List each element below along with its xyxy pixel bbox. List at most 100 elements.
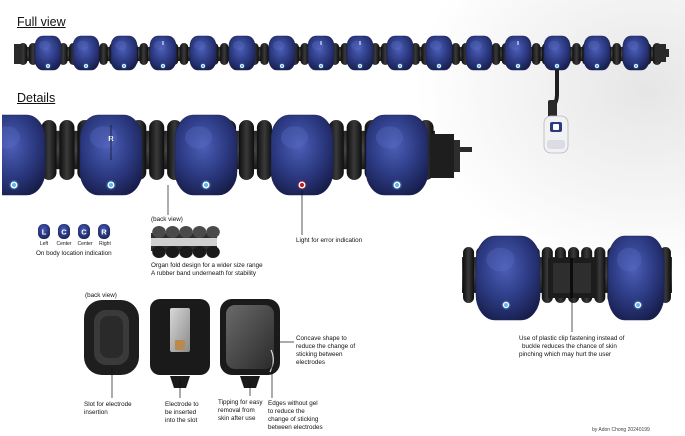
electrode-gel-edge <box>269 349 274 373</box>
detail-pod-highlight <box>0 126 21 149</box>
full-band-rib <box>531 43 541 65</box>
concave-caption-1: Concave shape to <box>296 335 347 342</box>
full-pod <box>583 35 611 71</box>
full-view-band <box>14 35 669 71</box>
full-pod-light <box>200 64 205 69</box>
full-pod <box>149 35 177 71</box>
full-pod-light <box>397 64 402 69</box>
full-pod-highlight <box>115 40 127 51</box>
location-badge-letter: R <box>101 228 107 237</box>
fold-wave-bottom <box>179 246 193 258</box>
full-pod-light <box>84 64 89 69</box>
pendant-clip-grip <box>547 140 565 149</box>
electrode-caption-3: into the slot <box>165 417 198 424</box>
full-band-rib <box>220 43 229 65</box>
clip-pendant <box>543 70 569 154</box>
full-band-end-right <box>656 44 666 62</box>
slot-caption-1: Slot for electrode <box>84 401 132 408</box>
full-pod <box>34 35 62 71</box>
detail-band-buckle <box>430 134 454 178</box>
fold-caption-2: A rubber band underneath for stability <box>151 270 257 277</box>
full-pod <box>504 35 532 71</box>
clip-caption-3: pinching which may hurt the user <box>519 351 612 358</box>
clip-detail <box>462 235 672 321</box>
location-badge <box>58 224 70 239</box>
edges-caption-4: between electrodes <box>268 424 323 431</box>
pendant-connector <box>548 100 557 118</box>
full-pod-highlight <box>470 40 482 51</box>
fold-wave-bottom <box>206 246 220 258</box>
concave-caption-3: sticking between <box>296 351 343 358</box>
location-badge <box>78 224 90 239</box>
full-pod <box>268 35 296 71</box>
concave-caption-2: reduce the change of <box>296 343 356 350</box>
full-pod-mark <box>359 41 361 45</box>
full-band-end-tab <box>664 49 669 57</box>
full-pod-mark <box>162 41 164 45</box>
author-credit: by Adon Chong 20240199 <box>592 427 650 433</box>
full-pod <box>228 35 256 71</box>
full-pod <box>189 35 217 71</box>
detail-pod-highlight <box>184 126 213 149</box>
clip-band-rib <box>594 247 606 303</box>
full-pod-highlight <box>273 40 285 51</box>
fold-caption-1: Organ fold design for a wider size range <box>151 262 263 269</box>
fold-wave-top <box>179 226 193 238</box>
full-pod-highlight <box>154 40 166 51</box>
full-pod <box>110 35 138 71</box>
plastic-clip-seam <box>570 258 573 298</box>
back-view-label-2: (back view) <box>85 292 117 299</box>
full-pod-light <box>634 64 639 69</box>
tipping-caption-2: removal from <box>218 407 255 414</box>
location-badge <box>98 224 110 239</box>
location-badge <box>38 224 50 239</box>
concave-caption-4: electrodes <box>296 359 326 366</box>
sublabel-center-1: Center <box>56 241 72 247</box>
location-badge-letter: L <box>42 228 47 237</box>
detail-pod-highlight <box>375 126 404 149</box>
full-pod-light <box>160 64 165 69</box>
electrode-gel-surface <box>226 305 274 369</box>
leader-lines <box>110 125 573 398</box>
full-pod <box>465 35 493 71</box>
fold-detail <box>151 226 220 258</box>
full-pod-highlight <box>194 40 206 51</box>
full-band-rib <box>451 43 460 65</box>
clip-caption-2: buckle reduces the chance of skin <box>522 343 617 350</box>
fold-wave-bottom <box>165 246 180 258</box>
full-pod-light <box>239 64 244 69</box>
full-pod-highlight <box>77 40 89 51</box>
electrode-caption-1: Electrode to <box>165 401 199 408</box>
full-pod-light <box>122 64 127 69</box>
detail-band-rib <box>238 120 255 180</box>
detail-band-rib <box>149 120 165 180</box>
detail-pod-highlight <box>89 126 118 149</box>
electrode-caption-2: be inserted <box>165 409 197 416</box>
fold-wave-top <box>165 226 180 238</box>
error-light <box>298 181 306 189</box>
detail-pod-highlight <box>280 126 309 149</box>
full-band-rib <box>612 43 621 65</box>
full-pod-highlight <box>509 40 521 51</box>
detail-pod-light <box>202 181 210 189</box>
location-badge-letter: C <box>81 228 87 237</box>
full-band-rib <box>300 43 310 65</box>
full-pod-light <box>476 64 481 69</box>
sublabel-right: Right <box>99 241 111 247</box>
tipping-caption-3: skin after use <box>218 415 256 422</box>
full-band-rib <box>179 43 189 65</box>
tipping-caption-1: Tipping for easy <box>218 399 263 406</box>
fold-rubber-band <box>151 238 217 246</box>
detail-pod-light <box>393 181 401 189</box>
back-views <box>84 299 280 388</box>
full-pod-highlight <box>39 40 51 51</box>
full-pod-mark <box>517 41 519 45</box>
full-pod-light <box>516 64 521 69</box>
heading-full-view: Full view <box>17 15 66 29</box>
detail-pod <box>365 114 429 196</box>
full-pod-highlight <box>351 40 363 51</box>
sublabel-left: Left <box>39 241 49 247</box>
full-pod-highlight <box>430 40 442 51</box>
full-band-rib <box>139 43 149 65</box>
detail-crop-edge <box>0 114 2 198</box>
